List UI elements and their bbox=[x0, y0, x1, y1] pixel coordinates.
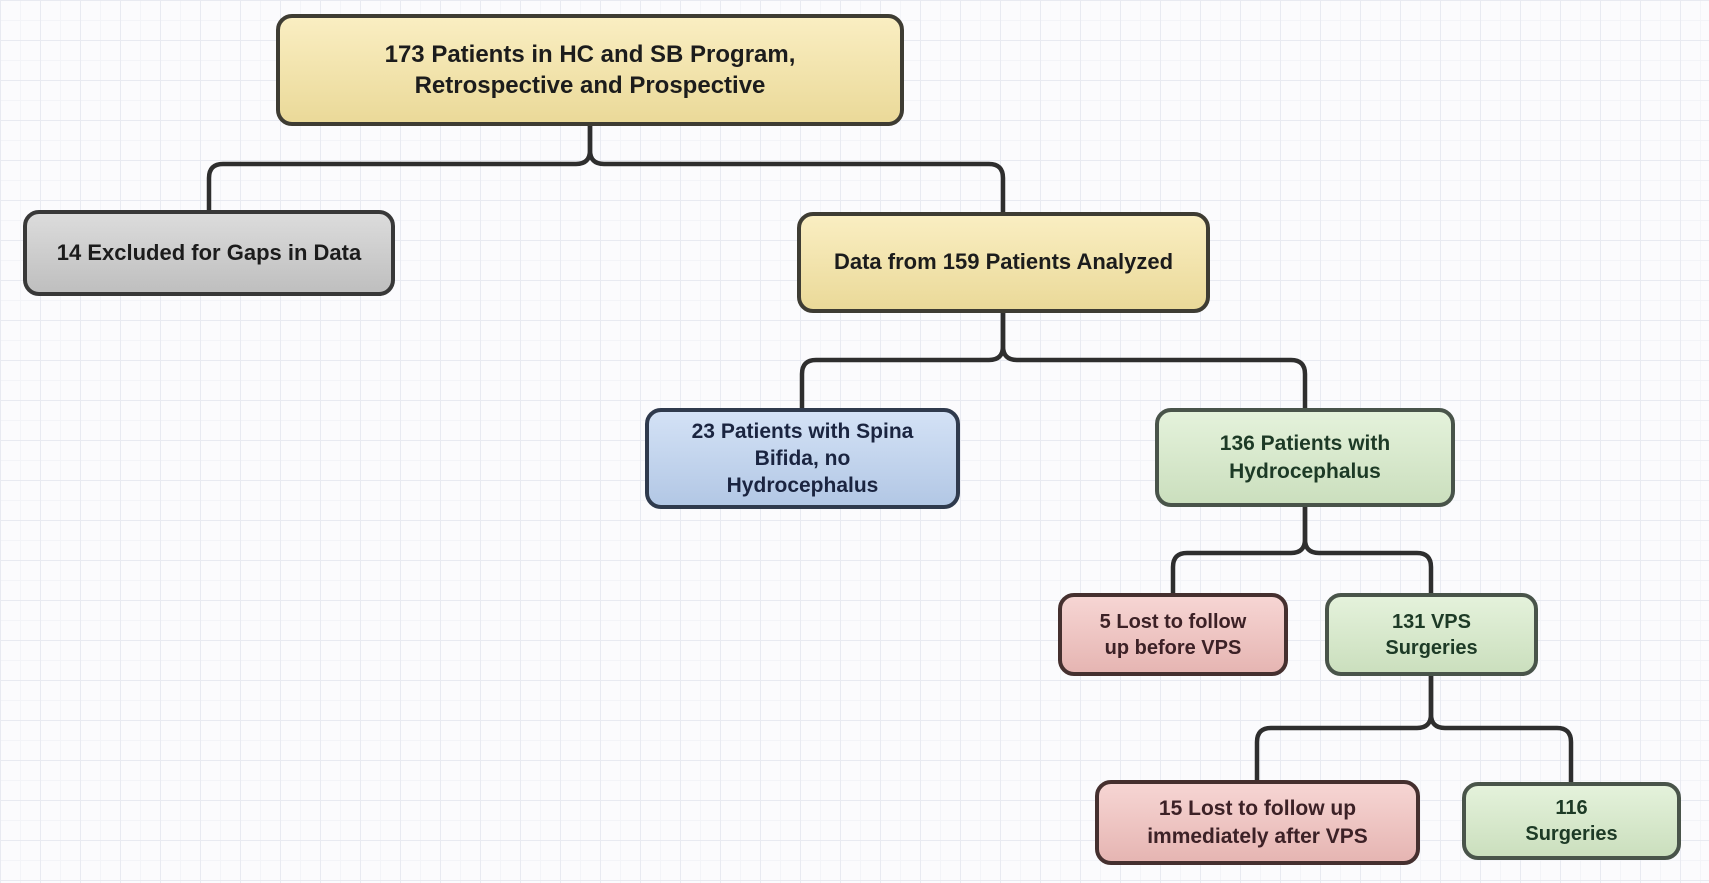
box-lost-after-vps-line2: immediately after VPS bbox=[1147, 824, 1368, 848]
box-excluded: 14 Excluded for Gaps in Data bbox=[23, 210, 395, 296]
connector-hydrocephalus-to-vps-surgeries bbox=[1302, 506, 1434, 594]
box-analyzed: Data from 159 Patients Analyzed bbox=[797, 212, 1210, 313]
box-spina-bifida-line1: 23 Patients with Spina bbox=[691, 419, 914, 443]
box-vps-surgeries-line1: 131 VPS bbox=[1392, 610, 1471, 633]
connector-total-to-analyzed bbox=[587, 126, 1006, 213]
box-vps-surgeries: 131 VPS Surgeries bbox=[1325, 593, 1538, 676]
box-hydrocephalus: 136 Patients with Hydrocephalus bbox=[1155, 408, 1455, 507]
box-lost-after-vps-line1: 15 Lost to follow up bbox=[1158, 797, 1357, 821]
box-116-surgeries-line2: Surgeries bbox=[1525, 823, 1618, 845]
connector-total-to-excluded bbox=[206, 126, 593, 211]
connector-vps-to-116-surgeries bbox=[1428, 675, 1574, 783]
connector-hydrocephalus-to-lost-before bbox=[1170, 506, 1308, 594]
box-lost-after-vps: 15 Lost to follow up immediately after V… bbox=[1095, 780, 1420, 865]
connector-vps-to-lost-after bbox=[1254, 675, 1434, 781]
box-hydrocephalus-line1: 136 Patients with bbox=[1219, 432, 1391, 456]
box-lost-before-vps-line1: 5 Lost to follow bbox=[1099, 610, 1247, 633]
box-analyzed-line1: Data from 159 Patients Analyzed bbox=[833, 249, 1174, 275]
box-total-patients: 173 Patients in HC and SB Program, Retro… bbox=[276, 14, 904, 126]
box-spina-bifida-line2: Bifida, no bbox=[754, 446, 851, 470]
box-116-surgeries-line1: 116 bbox=[1555, 797, 1588, 819]
box-116-surgeries: 116 Surgeries bbox=[1462, 782, 1681, 860]
box-total-patients-line2: Retrospective and Prospective bbox=[414, 72, 766, 99]
connector-analyzed-to-spina-bifida bbox=[799, 312, 1006, 409]
box-lost-before-vps: 5 Lost to follow up before VPS bbox=[1058, 593, 1288, 676]
box-hydrocephalus-line2: Hydrocephalus bbox=[1229, 459, 1381, 483]
box-spina-bifida: 23 Patients with Spina Bifida, no Hydroc… bbox=[645, 408, 960, 509]
box-total-patients-line1: 173 Patients in HC and SB Program, bbox=[384, 40, 796, 68]
box-spina-bifida-line3: Hydrocephalus bbox=[726, 474, 879, 498]
box-vps-surgeries-line2: Surgeries bbox=[1385, 636, 1478, 659]
connector-analyzed-to-hydrocephalus bbox=[1000, 312, 1308, 409]
box-lost-before-vps-line2: up before VPS bbox=[1104, 636, 1242, 659]
box-excluded-line1: 14 Excluded for Gaps in Data bbox=[56, 239, 362, 265]
